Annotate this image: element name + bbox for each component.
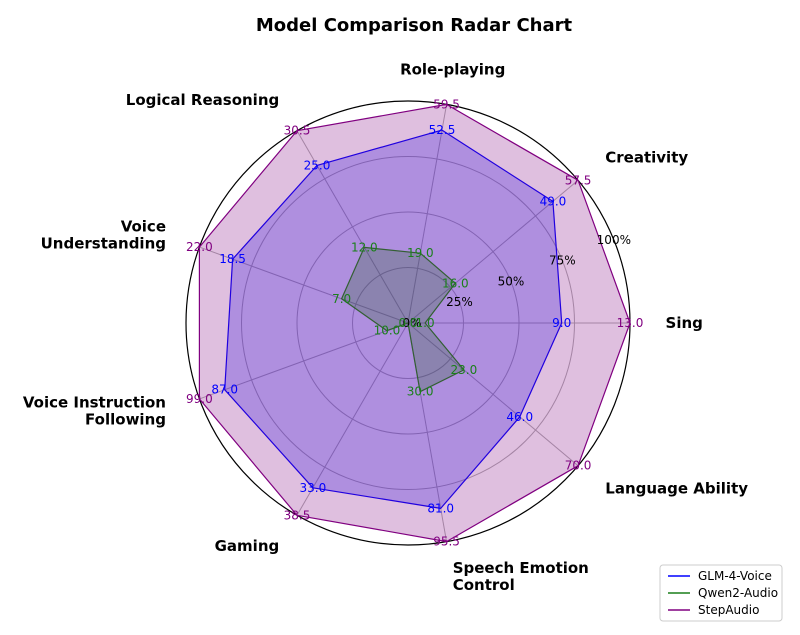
data-label: 52.5 (429, 123, 456, 137)
series-line-0 (224, 129, 563, 509)
data-label: 81.0 (427, 501, 454, 515)
data-label: 1.0 (416, 316, 435, 330)
radial-tick-label: 0% (402, 316, 421, 330)
legend-box (659, 564, 783, 622)
legend-label: Qwen2-Audio (698, 586, 778, 600)
axis-label: Sing (666, 314, 703, 332)
data-label: 95.5 (433, 535, 460, 549)
data-label: 49.0 (540, 194, 567, 208)
grid-spoke (296, 130, 409, 324)
grid-spoke (407, 104, 448, 324)
grid-spoke (296, 322, 409, 516)
data-label: 33.0 (299, 481, 326, 495)
data-label: 59.5 (433, 97, 460, 111)
data-label: 99.0 (186, 392, 213, 406)
grid-spoke (407, 179, 579, 324)
chart-title: Model Comparison Radar Chart (256, 15, 573, 36)
data-label: 10.0 (374, 324, 401, 338)
radial-tick-label: 25% (446, 295, 473, 309)
data-label: 13.0 (617, 316, 644, 330)
axis-label: Gaming (215, 537, 280, 555)
legend-label: GLM-4-Voice (698, 569, 772, 583)
value-label-layer: 0% 25% 50% 75% 100% 9.0 49.0 52.5 25.0 18.5 87.0 33… (186, 97, 643, 548)
data-label: 57.5 (565, 173, 592, 187)
axis-label: Role-playing (400, 60, 505, 78)
grid-spoke (199, 246, 409, 324)
series-layer (198, 103, 631, 543)
radial-tick-label: 50% (498, 274, 525, 288)
axis-label: Creativity (605, 148, 688, 166)
series-area-1 (341, 247, 464, 392)
data-label: 19.0 (407, 246, 434, 260)
data-label: 12.0 (351, 240, 378, 254)
series-area-0 (224, 130, 562, 509)
axis-label: Logical Reasoning (126, 91, 279, 109)
axis-label: Language Ability (605, 480, 748, 498)
legend-label: StepAudio (698, 603, 759, 617)
grid-spoke (407, 322, 579, 467)
data-label: 25.0 (304, 158, 331, 172)
data-label: 22.0 (186, 240, 213, 254)
data-label: 46.0 (506, 410, 533, 424)
data-label: 16.0 (442, 276, 469, 290)
data-label: 38.5 (284, 508, 311, 522)
data-label: 30.0 (407, 385, 434, 399)
data-label: 30.5 (284, 124, 311, 138)
data-label: 18.5 (219, 252, 246, 266)
data-label: 23.0 (451, 363, 478, 377)
grid-spoke (199, 322, 409, 400)
series-line-1 (341, 246, 465, 393)
radial-tick-label: 100% (597, 233, 631, 247)
radial-tick-label: 75% (549, 254, 576, 268)
data-label: 70.0 (565, 459, 592, 473)
series-area-2 (199, 104, 630, 542)
data-label: 9.0 (552, 316, 571, 330)
data-label: 87.0 (211, 383, 238, 397)
data-label: 7.0 (332, 292, 351, 306)
series-line-2 (198, 103, 631, 543)
data-label: 0.0 (398, 316, 417, 330)
